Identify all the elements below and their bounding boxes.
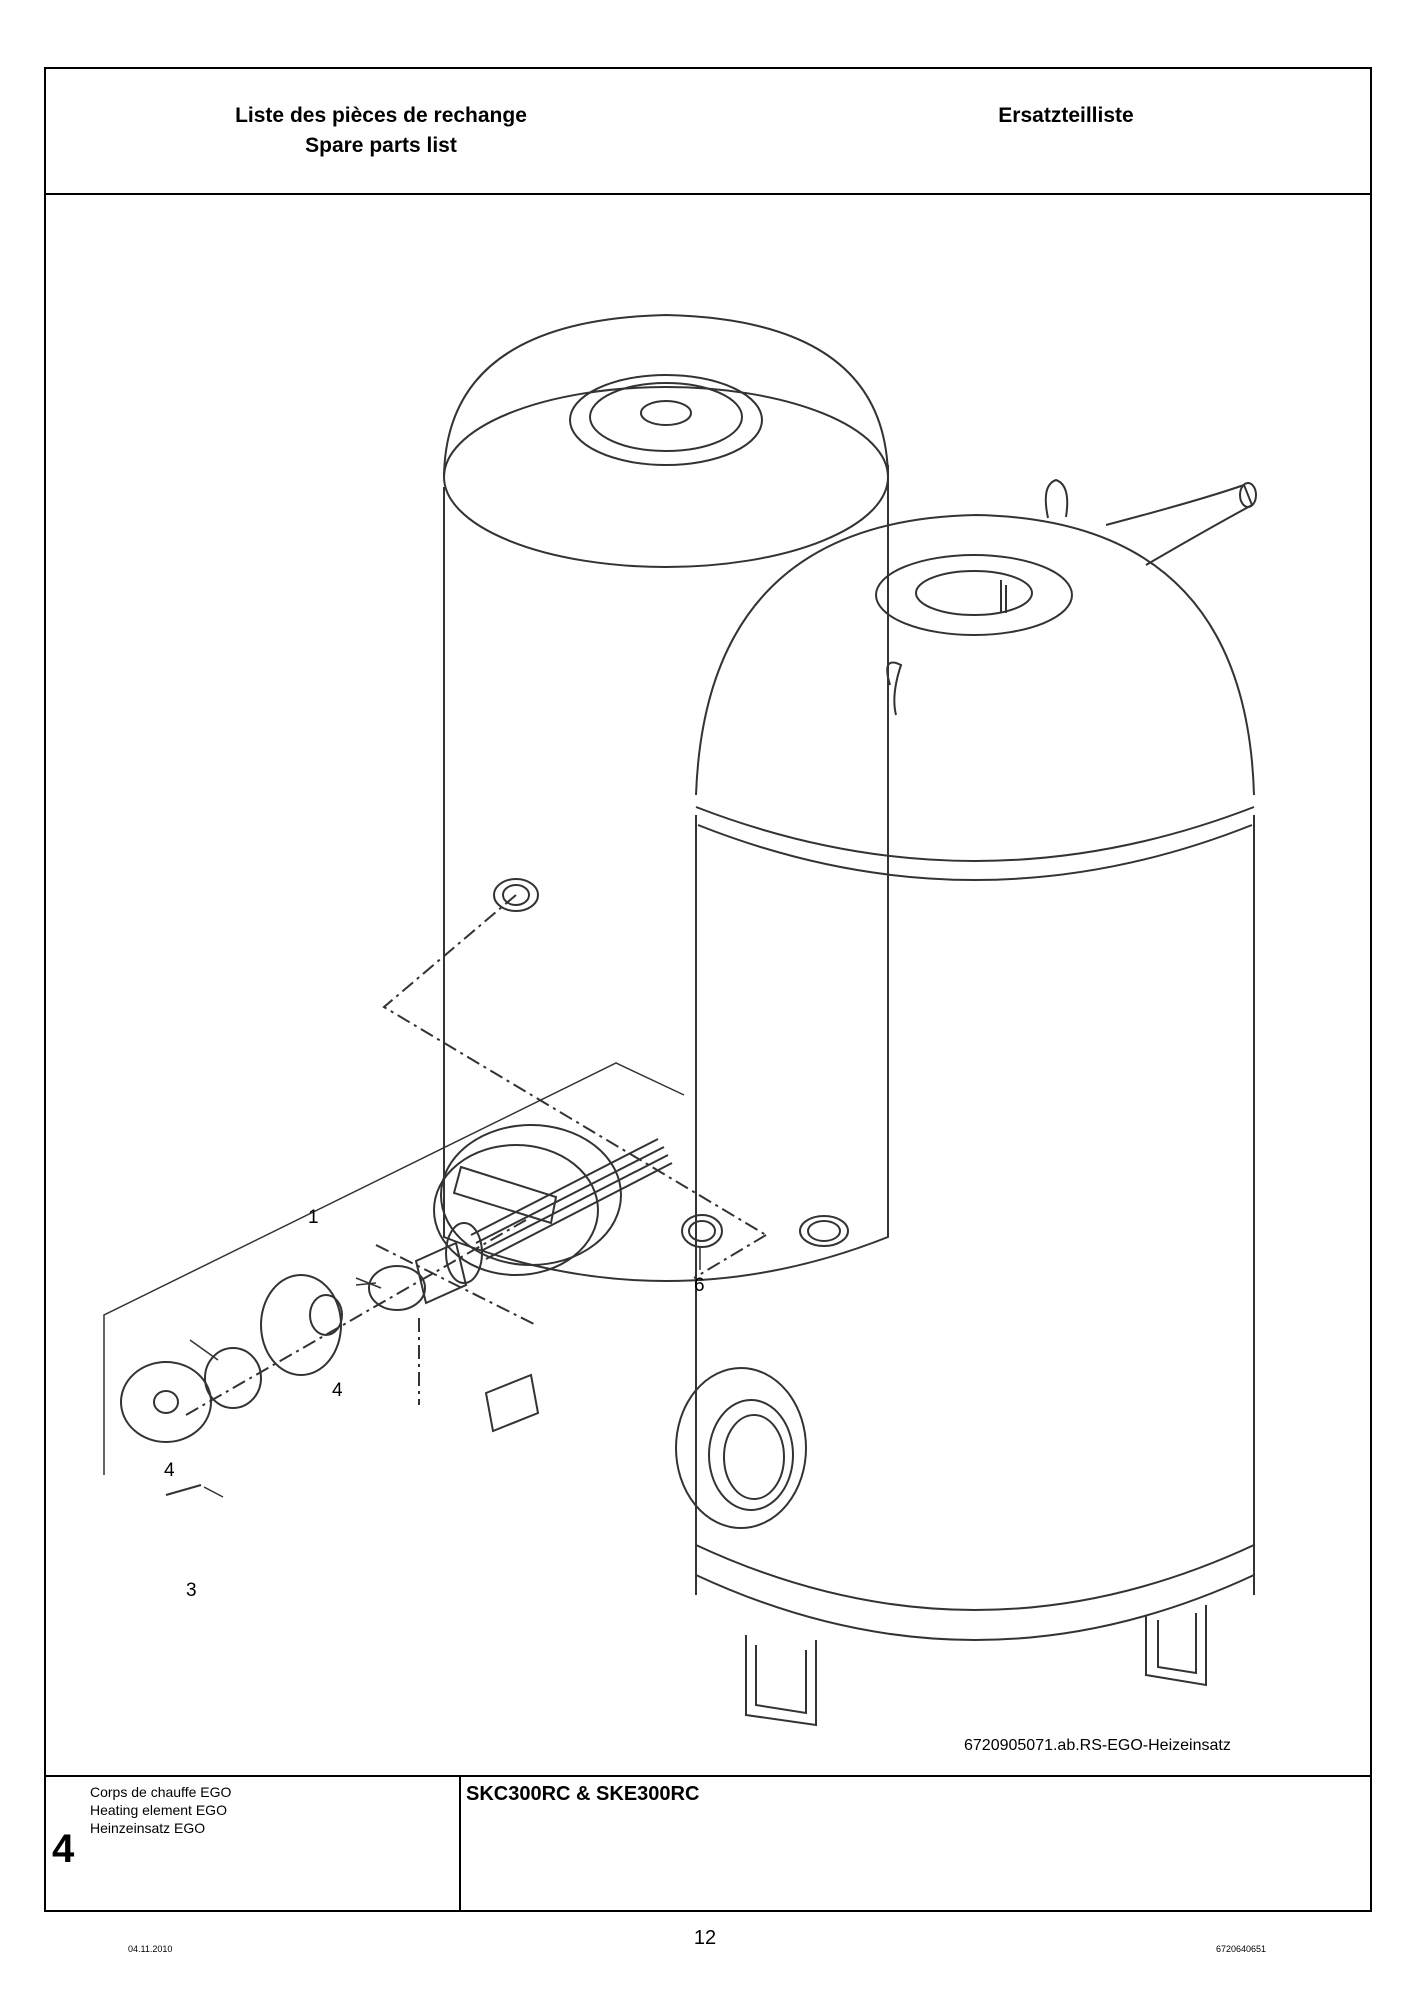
exploded-view-illustration <box>103 313 1257 1727</box>
footer-divider <box>459 1777 461 1912</box>
front-tank <box>695 478 1257 1641</box>
header-title-right: Ersatzteilliste <box>998 104 1134 127</box>
rear-tank <box>443 313 889 1282</box>
page-number: 12 <box>693 1927 717 1949</box>
desc-fr: Corps de chauffe EGO <box>90 1784 232 1800</box>
drawing-reference: 6720905071.ab.RS-EGO-Heizeinsatz <box>964 1737 1231 1754</box>
callout-6: 6 <box>694 1275 705 1296</box>
document-date: 04.11.2010 <box>128 1944 173 1954</box>
exploded-view-drawing: 1 6 4 4 3 6720905071.ab.RS-EGO-Heizeinsa… <box>46 195 1370 1775</box>
desc-de: Heinzeinsatz EGO <box>90 1820 206 1836</box>
callout-4-upper: 4 <box>332 1380 343 1401</box>
part-description: Corps de chauffe EGO Heating element EGO… <box>90 1783 231 1837</box>
callout-1: 1 <box>308 1207 319 1228</box>
model-name: SKC300RC & SKE300RC <box>466 1783 700 1805</box>
title-fr-en-line2: Spare parts list <box>305 134 457 157</box>
desc-en: Heating element EGO <box>90 1802 227 1818</box>
header: Liste des pièces de rechange Spare parts… <box>46 69 1370 195</box>
rear-tank-cover <box>433 1124 622 1276</box>
callout-leaders <box>103 1062 701 1498</box>
footer-block: 4 Corps de chauffe EGO Heating element E… <box>46 1775 1370 1912</box>
section-number: 4 <box>52 1827 75 1871</box>
assembly-guide-lines <box>185 894 767 1416</box>
tank-legs <box>745 1605 1207 1727</box>
document-number: 6720640651 <box>1216 1944 1267 1954</box>
page-frame: Liste des pièces de rechange Spare parts… <box>44 67 1372 1912</box>
header-title-left: Liste des pièces de rechange Spare parts… <box>46 101 716 161</box>
title-fr-en-line1: Liste des pièces de rechange <box>235 104 527 127</box>
heating-element-assembly <box>120 1138 723 1496</box>
callout-4-lower: 4 <box>164 1460 175 1481</box>
callout-3: 3 <box>186 1580 197 1601</box>
bottom-flange <box>675 1367 807 1529</box>
